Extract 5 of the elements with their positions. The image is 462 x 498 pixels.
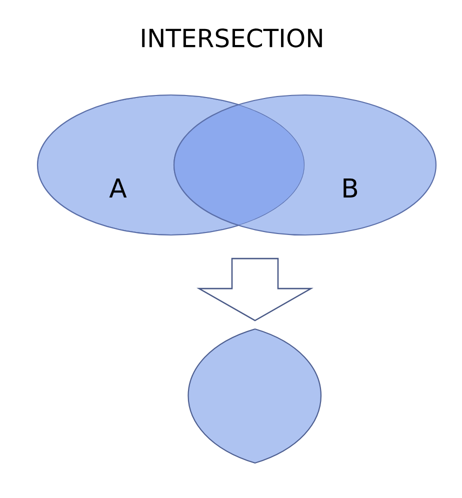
lens-shape xyxy=(188,328,322,464)
title: INTERSECTION xyxy=(142,28,322,48)
block-arrow xyxy=(196,258,314,322)
set-label: A xyxy=(109,178,127,198)
set-label: B xyxy=(344,178,358,198)
